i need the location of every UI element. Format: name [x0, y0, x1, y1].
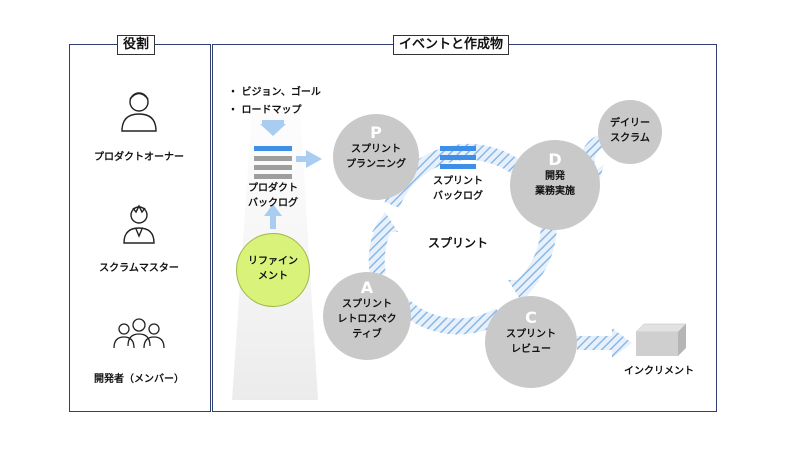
review-letter: C: [525, 308, 537, 327]
product-owner-icon: [121, 92, 157, 132]
dev-label: 開発 業務実施: [535, 171, 575, 197]
backlog-bar-4: [254, 174, 292, 179]
cycle-arrowhead-left: [372, 212, 398, 232]
up-arrow-head: [264, 204, 282, 216]
down-arrow-stem: [262, 120, 284, 124]
roles-panel: [69, 44, 211, 412]
dev-letter: D: [548, 150, 562, 169]
right-arrow-small: [306, 150, 322, 168]
scrum-master-icon: [123, 204, 155, 244]
developers-icon: [113, 318, 165, 349]
refinement-circle: リファイン メント: [236, 233, 310, 307]
backlog-bar-2: [254, 156, 292, 161]
bullet-vision: ・ ビジョン、ゴール: [228, 87, 321, 98]
increment-box-side: [678, 324, 686, 356]
retro-circle: A スプリント レトロスペク ティブ: [323, 272, 411, 360]
planning-circle: P スプリント プランニング: [333, 114, 419, 200]
sprint-backlog-bar-1: [440, 146, 476, 151]
right-arrow-stem: [296, 156, 306, 162]
up-arrow-stem: [270, 213, 276, 229]
increment-arrowhead: [612, 328, 632, 358]
planning-letter: P: [370, 123, 382, 142]
role-product-owner: プロダクトオーナー: [94, 152, 184, 163]
cycle-arrowhead-right: [508, 280, 540, 302]
increment-box-front: [636, 332, 678, 356]
review-label: スプリント レビュー: [506, 329, 556, 355]
backlog-bar-3: [254, 165, 292, 170]
daily-scrum-label: デイリー スクラム: [610, 118, 650, 144]
role-scrum-master: スクラムマスター: [99, 263, 179, 274]
roles-title: 役割: [117, 35, 156, 55]
refinement-label: リファイン メント: [248, 256, 298, 282]
planning-label: スプリント プランニング: [346, 144, 406, 170]
backlog-bar-1: [254, 146, 292, 151]
sprint-backlog-bar-3: [440, 164, 476, 169]
retro-label: スプリント レトロスペク ティブ: [337, 299, 397, 340]
product-backlog-label: プロダクト バックログ: [248, 183, 298, 209]
down-arrow-small: [260, 124, 286, 136]
increment-arrow-stem: [577, 336, 613, 350]
daily-scrum-circle: デイリー スクラム: [598, 100, 662, 164]
retro-letter: A: [360, 278, 374, 297]
increment-label: インクリメント: [624, 366, 694, 377]
events-title: イベントと作成物: [393, 35, 510, 55]
sprint-backlog-bar-2: [440, 155, 476, 160]
role-developers: 開発者（メンバー）: [94, 374, 184, 385]
sprint-backlog-label: スプリント バックログ: [433, 176, 483, 202]
bullet-roadmap: ・ ロードマップ: [228, 105, 302, 116]
review-circle: C スプリント レビュー: [485, 296, 577, 388]
dev-circle: D 開発 業務実施: [510, 140, 600, 230]
sprint-label: スプリント: [427, 236, 488, 250]
